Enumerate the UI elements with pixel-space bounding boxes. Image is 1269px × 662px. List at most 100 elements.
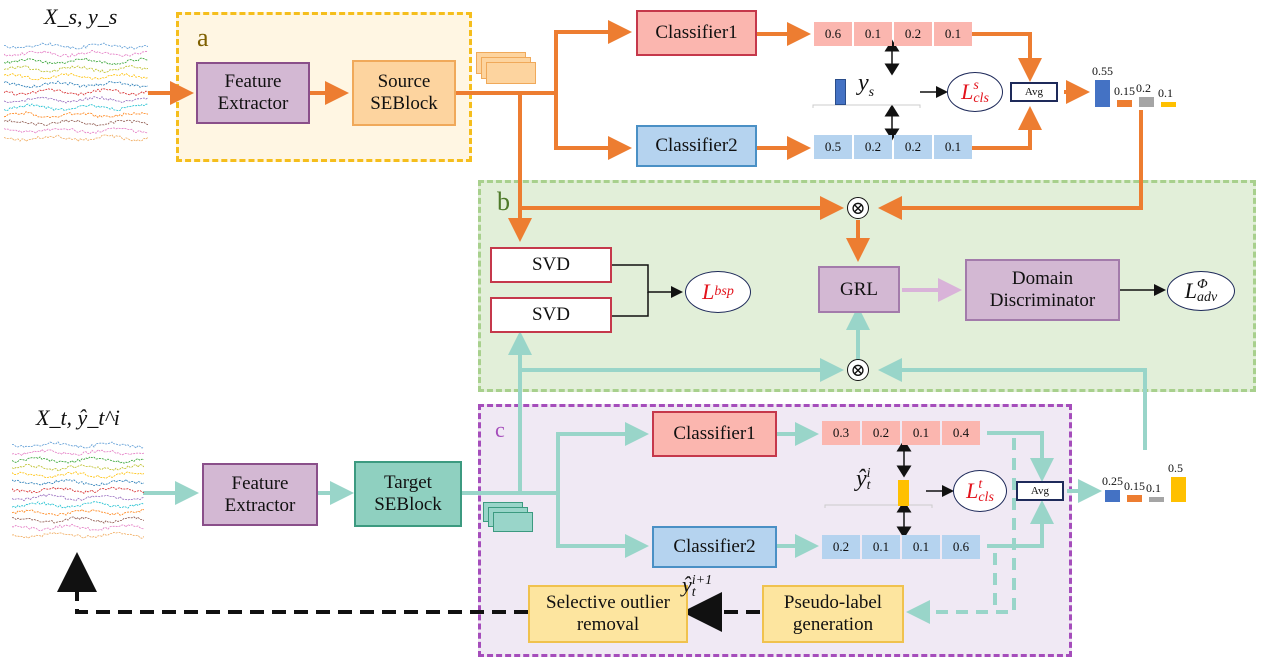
target-output-bar-label-3: 0.5: [1168, 461, 1183, 475]
region-c-label: c: [495, 417, 505, 442]
source-classifier2: Classifier2: [636, 125, 757, 167]
signal-channel: [12, 441, 144, 449]
signal-channel: [12, 531, 144, 539]
target-feature-extractor: Feature Extractor: [202, 463, 318, 526]
label-sup: i: [866, 466, 871, 482]
loss-sub: bsp: [714, 284, 734, 299]
score-cell: 0.2: [894, 22, 932, 46]
source-output-bar-2: [1139, 97, 1154, 107]
target-seblock: Target SEBlock: [354, 461, 462, 527]
target-classifier2: Classifier2: [652, 526, 777, 568]
loss-sub: adv: [1197, 290, 1218, 305]
source-output-bar-0: [1095, 79, 1110, 107]
region-b-label: b: [497, 187, 510, 216]
target-avg-box: Avg: [1016, 481, 1064, 501]
target-svd-box: SVD: [490, 297, 612, 333]
signal-channel: [12, 463, 144, 472]
score-cell: 0.2: [862, 421, 900, 445]
score-cell: 0.2: [854, 135, 892, 159]
source-output-bar-label-2: 0.2: [1136, 81, 1151, 95]
target-multiply-icon: ⊗: [847, 359, 869, 381]
target-output-bar-2: [1149, 497, 1164, 502]
target-eeg-signal-plot: [12, 441, 144, 539]
target-input-label: X_t, ŷ_t^i: [36, 405, 120, 430]
signal-channel: [12, 448, 144, 457]
score-cell: 0.1: [854, 22, 892, 46]
source-output-bar-1: [1117, 99, 1132, 107]
loss-sup: t: [978, 477, 983, 492]
source-output-bar-3: [1161, 102, 1176, 107]
signal-channel: [4, 111, 148, 119]
loss-base: L: [961, 79, 974, 104]
target-classifier1-scores: 0.3 0.2 0.1 0.4: [822, 421, 982, 445]
loss-sup: Φ: [1197, 277, 1208, 292]
grl-box: GRL: [818, 266, 900, 313]
source-svd-box: SVD: [490, 247, 612, 283]
score-cell: 0.1: [902, 421, 940, 445]
signal-channel: [4, 103, 148, 112]
target-output-bar-1: [1127, 494, 1142, 502]
signal-channel: [12, 471, 144, 479]
source-avg-box: Avg: [1010, 82, 1058, 102]
signal-channel: [4, 80, 148, 89]
source-feature-extractor: Feature Extractor: [196, 62, 310, 124]
source-output-bar-label-1: 0.15: [1114, 83, 1135, 98]
loss-sub: cls: [973, 91, 989, 106]
source-seblock: Source SEBlock: [352, 60, 456, 126]
target-output-bar-label-0: 0.25: [1102, 473, 1123, 488]
signal-channel: [12, 516, 144, 524]
score-cell: 0.6: [814, 22, 852, 46]
label-sub: s: [868, 84, 875, 100]
target-output-bar-0: [1105, 489, 1120, 502]
signal-channel: [12, 456, 144, 464]
target-pseudo-label-bar: [898, 480, 909, 506]
signal-channel: [4, 72, 148, 81]
signal-channel: [12, 501, 144, 509]
source-feature-map-icon: [486, 62, 536, 84]
signal-channel: [4, 118, 148, 127]
pseudo-label-generation: Pseudo-label generation: [762, 585, 904, 643]
signal-channel: [4, 65, 148, 73]
score-cell: 0.1: [902, 535, 940, 559]
score-cell: 0.1: [934, 22, 972, 46]
target-feature-map-icon: [493, 512, 533, 532]
score-cell: 0.2: [894, 135, 932, 159]
target-output-bar-3: [1171, 477, 1186, 502]
signal-channel: [4, 57, 148, 66]
loss-base: L: [702, 279, 715, 304]
score-cell: 0.1: [862, 535, 900, 559]
signal-channel: [12, 508, 144, 516]
score-cell: 0.1: [934, 135, 972, 159]
signal-channel: [12, 523, 144, 532]
signal-channel: [12, 493, 144, 502]
target-output-bar-label-2: 0.1: [1146, 481, 1161, 495]
source-eeg-signal-plot: [4, 42, 148, 143]
domain-discriminator: Domain Discriminator: [965, 259, 1120, 321]
signal-channel: [4, 127, 148, 135]
signal-channel: [12, 478, 144, 487]
source-true-label-bar: [835, 79, 846, 105]
loss-base: L: [966, 478, 979, 503]
signal-channel: [4, 88, 148, 96]
target-classifier2-scores: 0.2 0.1 0.1 0.6: [822, 535, 982, 559]
loss-sup: s: [973, 78, 979, 93]
signal-channel: [4, 96, 148, 104]
label-sub: t: [691, 584, 696, 600]
label-base: ŷ: [682, 572, 692, 597]
source-output-bar-label-0: 0.55: [1092, 63, 1113, 78]
source-output-bar-label-3: 0.1: [1158, 86, 1173, 100]
source-label-symbol: ys: [858, 70, 874, 101]
target-classifier1: Classifier1: [652, 411, 777, 457]
score-cell: 0.3: [822, 421, 860, 445]
score-cell: 0.4: [942, 421, 980, 445]
signal-channel: [4, 134, 148, 143]
target-output-bar-label-1: 0.15: [1124, 478, 1145, 493]
label-base: y: [858, 70, 869, 96]
score-cell: 0.2: [822, 535, 860, 559]
source-input-label: X_s, y_s: [44, 4, 118, 29]
